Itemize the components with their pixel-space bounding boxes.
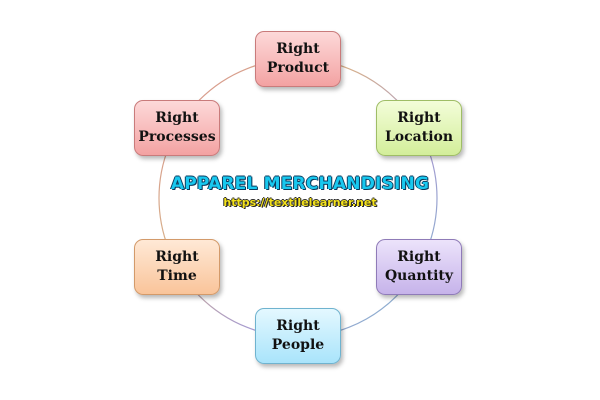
source-url: https://textilelearner.net bbox=[223, 196, 377, 209]
node-location-line1: Right bbox=[397, 110, 441, 126]
node-right-product: Right Product bbox=[255, 31, 341, 87]
node-processes-line1: Right bbox=[155, 110, 199, 126]
node-people-line1: Right bbox=[276, 318, 320, 334]
node-right-processes: Right Processes bbox=[134, 100, 220, 156]
node-right-people: Right People bbox=[255, 308, 341, 364]
node-quantity-line1: Right bbox=[397, 249, 441, 265]
node-time-line1: Right bbox=[155, 249, 199, 265]
node-people-line2: People bbox=[271, 337, 325, 353]
node-right-time: Right Time bbox=[134, 239, 220, 295]
diagram-title: APPAREL MERCHANDISING bbox=[170, 174, 430, 194]
node-time-line2: Time bbox=[157, 268, 197, 284]
node-right-location: Right Location bbox=[376, 100, 462, 156]
node-processes-line2: Processes bbox=[138, 129, 216, 145]
node-product-line1: Right bbox=[276, 41, 320, 57]
node-location-line2: Location bbox=[384, 129, 454, 145]
node-product-line2: Product bbox=[266, 60, 330, 76]
node-right-quantity: Right Quantity bbox=[376, 239, 462, 295]
node-quantity-line2: Quantity bbox=[384, 268, 453, 284]
